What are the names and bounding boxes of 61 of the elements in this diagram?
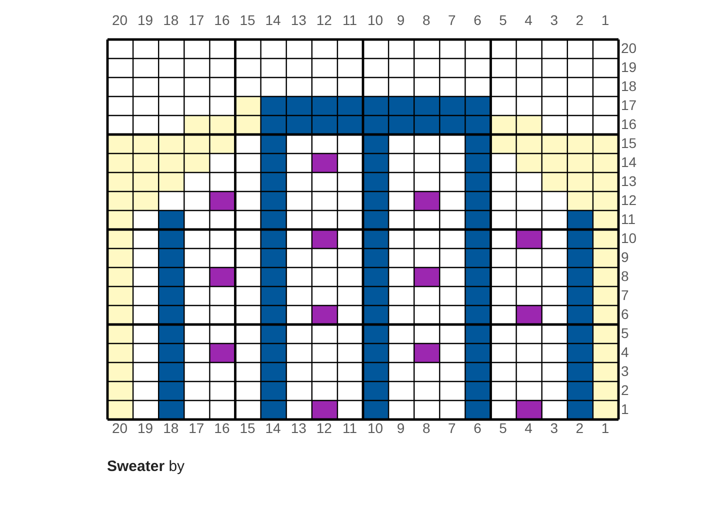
column-number: 16 <box>214 13 230 28</box>
column-number: 6 <box>474 421 482 436</box>
column-number: 18 <box>163 13 179 28</box>
row-number: 4 <box>621 345 629 360</box>
column-number: 9 <box>396 13 405 28</box>
row-number: 10 <box>621 231 637 246</box>
column-number: 19 <box>138 13 154 28</box>
column-number: 4 <box>524 13 532 28</box>
column-number: 7 <box>448 421 456 436</box>
column-number: 20 <box>112 13 128 28</box>
column-number: 18 <box>163 421 179 436</box>
row-number: 2 <box>621 383 629 398</box>
row-number: 17 <box>621 98 637 113</box>
column-number: 7 <box>448 13 456 28</box>
column-number: 4 <box>524 421 532 436</box>
column-number: 17 <box>188 13 204 28</box>
column-number: 15 <box>240 421 256 436</box>
column-number: 5 <box>499 421 507 436</box>
column-number: 19 <box>138 421 154 436</box>
column-number: 13 <box>290 421 306 436</box>
row-number: 12 <box>621 193 637 208</box>
row-number: 7 <box>621 288 629 303</box>
column-number: 17 <box>188 421 204 436</box>
row-number: 18 <box>621 79 637 94</box>
row-number: 6 <box>621 307 629 322</box>
column-number: 5 <box>499 13 507 28</box>
chart-title: Sweater by <box>107 458 185 475</box>
row-number: 3 <box>621 364 629 379</box>
column-number: 3 <box>550 421 558 436</box>
column-number: 20 <box>112 421 128 436</box>
column-number: 1 <box>601 13 610 28</box>
column-number: 14 <box>265 421 281 436</box>
column-number: 14 <box>265 13 281 28</box>
column-number: 3 <box>550 13 558 28</box>
column-number: 10 <box>367 13 384 28</box>
row-number: 5 <box>621 326 629 341</box>
column-number: 1 <box>601 421 610 436</box>
column-number: 8 <box>422 13 430 28</box>
row-number: 1 <box>621 402 629 417</box>
column-number: 15 <box>240 13 256 28</box>
column-number: 6 <box>474 13 482 28</box>
row-number: 19 <box>621 60 637 75</box>
column-number: 16 <box>214 421 230 436</box>
column-number: 12 <box>316 13 332 28</box>
column-number: 10 <box>367 421 384 436</box>
column-number: 9 <box>396 421 405 436</box>
row-number: 8 <box>621 269 629 284</box>
column-number: 13 <box>290 13 306 28</box>
column-number: 12 <box>316 421 332 436</box>
column-number: 2 <box>576 421 584 436</box>
row-number: 11 <box>621 212 636 227</box>
row-number: 16 <box>621 117 637 132</box>
column-number: 11 <box>342 13 357 28</box>
row-number: 9 <box>621 250 629 265</box>
column-number: 2 <box>576 13 584 28</box>
column-number: 8 <box>422 421 430 436</box>
row-number: 20 <box>621 41 637 56</box>
row-number: 14 <box>621 155 637 170</box>
row-number: 15 <box>621 136 637 151</box>
column-number: 11 <box>342 421 357 436</box>
row-number: 13 <box>621 174 637 189</box>
